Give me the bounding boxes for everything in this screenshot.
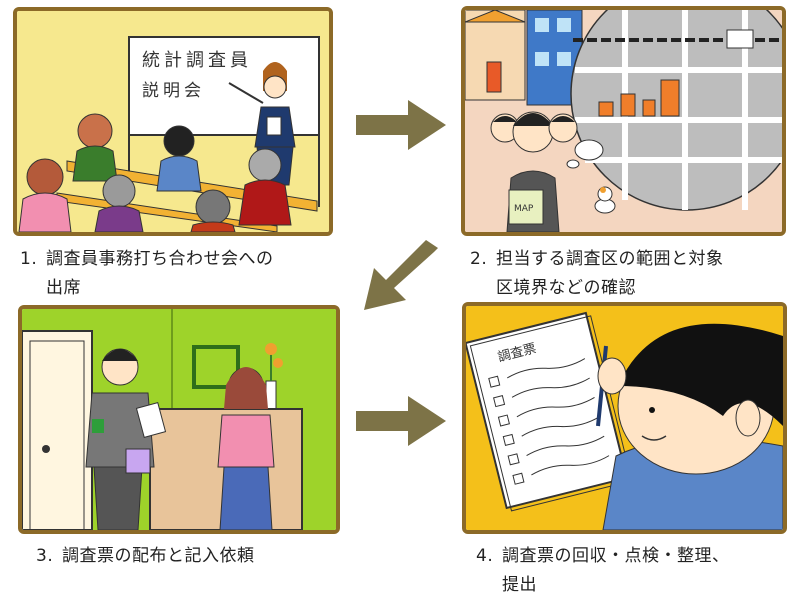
step2-caption-line1: 担当する調査区の範囲と対象 (496, 249, 724, 269)
step3-caption: 3. 調査票の配布と記入依頼 (36, 542, 255, 571)
board-line2: 説明会 (142, 81, 205, 101)
step3-number: 3. (36, 546, 54, 566)
step2-caption: 2. 担当する調査区の範囲と対象 区境界などの確認 (470, 245, 724, 303)
step1-caption: 1. 調査員事務打ち合わせ会への 出席 (20, 245, 274, 303)
step1-caption-line1: 調査員事務打ち合わせ会への (46, 249, 274, 269)
down-left-arrow-icon (364, 240, 438, 310)
step4-caption-line2: 提出 (502, 575, 537, 595)
step1-number: 1. (20, 249, 38, 269)
step2-caption-line2: 区境界などの確認 (496, 278, 636, 298)
step4-caption: 4. 調査票の回収・点検・整理、 提出 (476, 542, 730, 600)
step2-number: 2. (470, 249, 488, 269)
step1-caption-line2: 出席 (46, 278, 81, 298)
step2-illustration: MAP (461, 6, 786, 236)
right-arrow-icon (356, 396, 446, 446)
board-line1: 統計調査員 (142, 50, 252, 71)
step4-illustration: 調査票 (462, 302, 787, 534)
right-arrow-icon (356, 100, 446, 150)
step3-caption-line1: 調査票の配布と記入依頼 (62, 546, 255, 566)
step1-illustration: 統計調査員 説明会 (13, 7, 333, 236)
step3-illustration (18, 305, 340, 534)
step4-caption-line1: 調査票の回収・点検・整理、 (502, 546, 730, 566)
map-card-label: MAP (514, 204, 534, 214)
step4-number: 4. (476, 546, 494, 566)
